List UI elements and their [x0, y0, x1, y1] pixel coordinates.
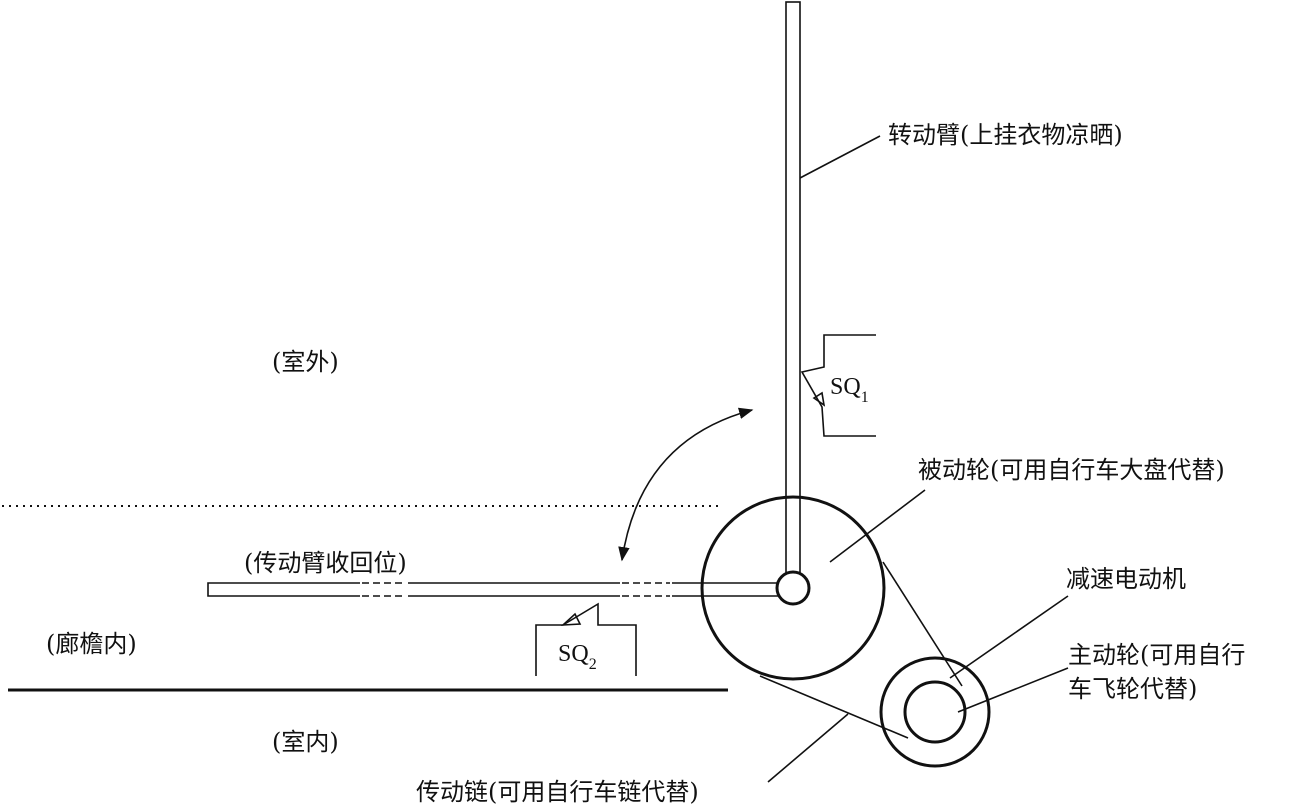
driven-wheel-leader-line — [829, 489, 926, 563]
driven-wheel — [700, 495, 886, 681]
rotating-arm-label: 转动臂(上挂衣物凉晒) — [888, 121, 1123, 149]
transmission-chain — [759, 561, 963, 739]
gear-motor-label: 减速电动机 — [1066, 565, 1186, 593]
rotating-arm-vertical — [785, 1, 801, 579]
rotation-direction-arrow — [618, 407, 754, 562]
driven-wheel-label: 被动轮(可用自行车大盘代替) — [918, 456, 1225, 484]
rotating-arm-leader-line — [799, 135, 881, 179]
under-eaves-label: (廊檐内) — [46, 630, 137, 658]
rotating-arm-retracted — [207, 580, 780, 600]
driven-wheel-hub — [775, 570, 811, 606]
driving-wheel-outer — [879, 656, 991, 768]
sq1-label: SQ1 — [830, 374, 869, 406]
driving-wheel-leader-line — [957, 667, 1069, 713]
driving-wheel-label-line2: 车飞轮代替) — [1068, 675, 1197, 703]
arm-retracted-label: (传动臂收回位) — [244, 549, 407, 577]
chain-leader-line — [767, 713, 849, 783]
chain-label: 传动链(可用自行车链代替) — [416, 778, 699, 806]
outdoor-label: (室外) — [272, 348, 339, 376]
driving-wheel-inner — [903, 680, 967, 744]
sq2-label: SQ2 — [558, 641, 597, 673]
limit-switch-sq2: SQ2 — [535, 602, 637, 676]
limit-switch-sq1: SQ1 — [800, 334, 876, 437]
driving-wheel-label-line1: 主动轮(可用自行 — [1068, 641, 1245, 669]
gear-motor-leader-line — [949, 595, 1069, 679]
indoor-label: (室内) — [272, 728, 339, 756]
